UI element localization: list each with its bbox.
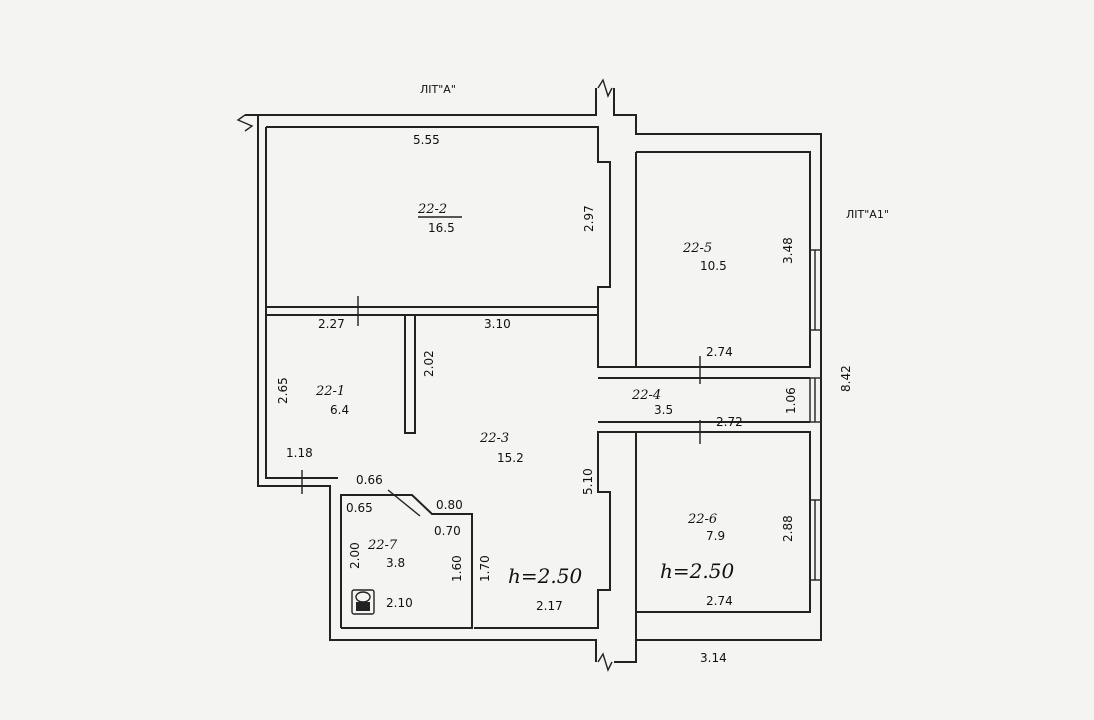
svg-text:7.9: 7.9 [706, 529, 725, 543]
break-marks [236, 78, 613, 672]
room-22-3: 22-3 15.2 [479, 431, 524, 465]
svg-text:0.70: 0.70 [434, 524, 461, 538]
svg-text:2.97: 2.97 [582, 205, 596, 232]
svg-text:22-6: 22-6 [687, 512, 717, 527]
lit-a1-label: ЛIT"A1" [846, 208, 889, 221]
room-22-6: 22-6 7.9 [687, 512, 725, 543]
svg-text:2.74: 2.74 [706, 345, 733, 359]
svg-text:2.17: 2.17 [536, 599, 563, 613]
dimension-labels: 5.55 2.97 3.48 2.27 3.10 2.02 2.65 2.74 … [276, 133, 853, 665]
svg-text:22-5: 22-5 [682, 241, 712, 256]
svg-text:1.18: 1.18 [286, 446, 313, 460]
partition-wall [404, 314, 416, 434]
svg-text:2.72: 2.72 [716, 415, 743, 429]
room-22-4: 22-4 3.5 [631, 388, 673, 417]
svg-text:1.60: 1.60 [450, 555, 464, 582]
svg-text:1.06: 1.06 [784, 387, 798, 414]
svg-text:2.02: 2.02 [422, 350, 436, 377]
svg-text:3.48: 3.48 [781, 237, 795, 264]
svg-text:15.2: 15.2 [497, 451, 524, 465]
lit-a-label: ЛIT"A" [420, 83, 456, 96]
svg-text:22-2: 22-2 [417, 202, 447, 217]
windows [809, 249, 822, 581]
svg-text:2.74: 2.74 [706, 594, 733, 608]
svg-text:0.80: 0.80 [436, 498, 463, 512]
svg-text:2.65: 2.65 [276, 377, 290, 404]
wall-r2-bottom [265, 306, 599, 316]
svg-text:16.5: 16.5 [428, 221, 455, 235]
svg-text:1.70: 1.70 [478, 555, 492, 582]
svg-text:2.10: 2.10 [386, 596, 413, 610]
svg-text:22-3: 22-3 [479, 431, 509, 446]
svg-text:0.65: 0.65 [346, 501, 373, 515]
toilet-icon [351, 589, 375, 615]
svg-text:8.42: 8.42 [839, 365, 853, 392]
room-22-5: 22-5 10.5 [682, 241, 727, 273]
svg-text:10.5: 10.5 [700, 259, 727, 273]
svg-text:22-1: 22-1 [315, 384, 345, 399]
height-label-r6: h=2.50 [660, 559, 734, 583]
svg-text:3.5: 3.5 [654, 403, 673, 417]
svg-text:3.8: 3.8 [386, 556, 405, 570]
svg-text:22-7: 22-7 [367, 538, 398, 553]
svg-text:2.27: 2.27 [318, 317, 345, 331]
svg-text:5.10: 5.10 [581, 468, 595, 495]
svg-text:2.00: 2.00 [348, 542, 362, 569]
svg-text:6.4: 6.4 [330, 403, 349, 417]
height-label-corridor: h=2.50 [508, 564, 582, 588]
svg-text:2.88: 2.88 [781, 515, 795, 542]
room-22-7: 22-7 3.8 [367, 538, 405, 570]
door-ticks [301, 296, 701, 517]
svg-text:3.14: 3.14 [700, 651, 727, 665]
room-22-1: 22-1 6.4 [315, 384, 349, 417]
svg-text:22-4: 22-4 [631, 388, 661, 403]
svg-text:0.66: 0.66 [356, 473, 383, 487]
svg-text:3.10: 3.10 [484, 317, 511, 331]
svg-text:5.55: 5.55 [413, 133, 440, 147]
room-22-2: 22-2 16.5 [417, 202, 462, 235]
